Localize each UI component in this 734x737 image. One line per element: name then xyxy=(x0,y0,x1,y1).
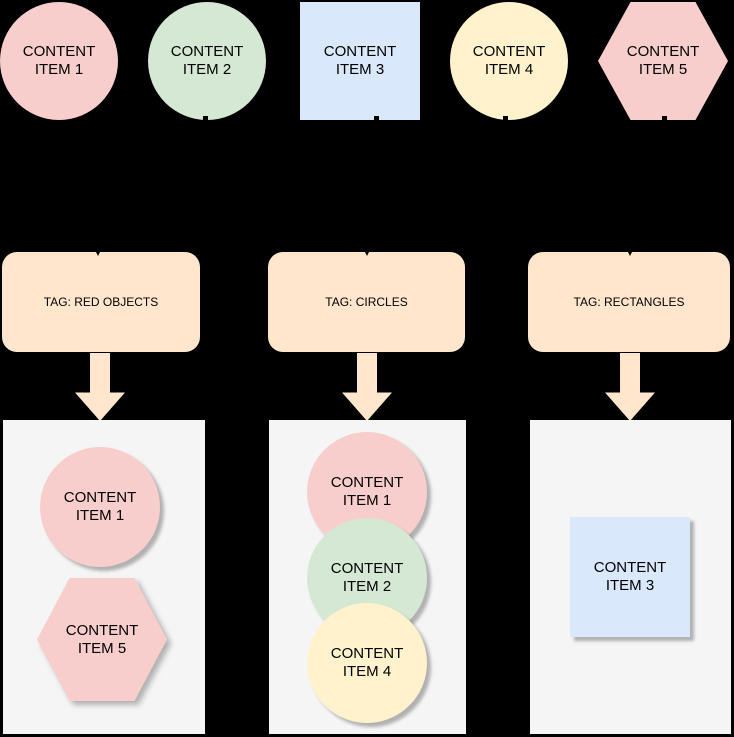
connector-stub xyxy=(503,116,508,120)
content-item-4-label: CONTENT ITEM 4 xyxy=(472,43,546,78)
tag-rectangles-label: TAG: RECTANGLES xyxy=(573,295,685,309)
tag-red-objects[interactable]: TAG: RED OBJECTS xyxy=(2,252,200,352)
content-item-1[interactable]: CONTENT ITEM 1 xyxy=(0,2,118,120)
hexagon-shape: CONTENT ITEM 5 xyxy=(598,2,728,120)
grouped-content-item-3-label: CONTENT ITEM 3 xyxy=(593,559,667,594)
hexagon-shape: CONTENT ITEM 5 xyxy=(37,578,167,701)
content-item-3[interactable]: CONTENT ITEM 3 xyxy=(300,2,420,120)
grouped-content-item-1-label: CONTENT ITEM 1 xyxy=(63,489,137,524)
connector-arrowhead xyxy=(362,246,372,256)
content-item-3-label: CONTENT ITEM 3 xyxy=(323,43,397,78)
grouped-content-item-4-label: CONTENT ITEM 4 xyxy=(330,645,404,680)
content-item-4[interactable]: CONTENT ITEM 4 xyxy=(450,2,568,120)
content-item-2[interactable]: CONTENT ITEM 2 xyxy=(148,2,266,120)
content-item-1-label: CONTENT ITEM 1 xyxy=(22,43,96,78)
connector-stub xyxy=(662,116,667,120)
grouped-content-item-3[interactable]: CONTENT ITEM 3 xyxy=(570,517,690,637)
content-item-5[interactable]: CONTENT ITEM 5 xyxy=(598,2,728,120)
tag-rectangles[interactable]: TAG: RECTANGLES xyxy=(528,252,730,352)
group-circles[interactable]: CONTENT ITEM 1 CONTENT ITEM 2 CONTENT IT… xyxy=(269,420,466,734)
connector-stub xyxy=(374,116,379,120)
connector-arrowhead xyxy=(93,246,103,256)
connector-stub xyxy=(203,116,208,120)
content-item-2-label: CONTENT ITEM 2 xyxy=(170,43,244,78)
grouped-content-item-5[interactable]: CONTENT ITEM 5 xyxy=(37,578,167,701)
grouped-content-item-1-label: CONTENT ITEM 1 xyxy=(330,474,404,509)
tag-circles[interactable]: TAG: CIRCLES xyxy=(268,252,465,352)
connector-arrowhead xyxy=(625,246,635,256)
grouped-content-item-4[interactable]: CONTENT ITEM 4 xyxy=(307,603,427,723)
group-red-objects[interactable]: CONTENT ITEM 1 CONTENT ITEM 5 xyxy=(3,420,205,734)
grouped-content-item-5-label: CONTENT ITEM 5 xyxy=(65,621,139,657)
down-arrow-icon xyxy=(75,353,125,421)
down-arrow-icon xyxy=(605,353,655,421)
group-rectangles[interactable]: CONTENT ITEM 3 xyxy=(530,420,731,734)
content-item-5-label: CONTENT ITEM 5 xyxy=(626,43,700,78)
tag-red-objects-label: TAG: RED OBJECTS xyxy=(43,295,159,309)
tag-circles-label: TAG: CIRCLES xyxy=(325,295,408,309)
connector-stub xyxy=(98,116,103,120)
down-arrow-icon xyxy=(342,353,392,421)
grouped-content-item-1[interactable]: CONTENT ITEM 1 xyxy=(40,447,160,567)
grouped-content-item-2-label: CONTENT ITEM 2 xyxy=(330,560,404,595)
